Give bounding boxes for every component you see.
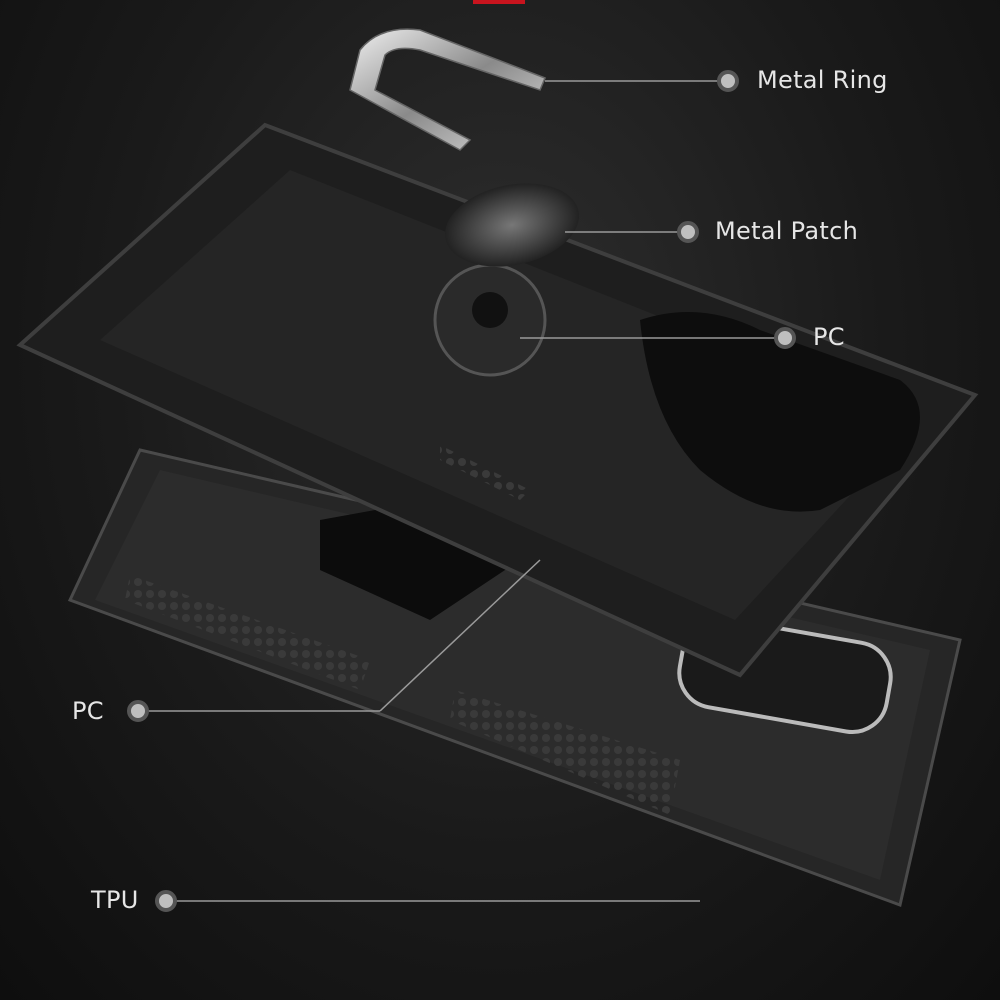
tpu-case bbox=[67, 448, 962, 907]
label-pc-bottom: PC bbox=[72, 697, 104, 725]
metal-ring-dot bbox=[717, 70, 739, 92]
pc-frame bbox=[16, 122, 979, 678]
metal-ring-shape bbox=[349, 28, 546, 151]
pc-top-dot bbox=[774, 327, 796, 349]
metal-patch-disc bbox=[444, 183, 580, 267]
accent-bar bbox=[473, 0, 525, 4]
label-metal-ring: Metal Ring bbox=[757, 66, 888, 94]
tpu-dot bbox=[155, 890, 177, 912]
label-dots bbox=[127, 70, 796, 912]
label-metal-patch: Metal Patch bbox=[715, 217, 859, 245]
label-pc-top: PC bbox=[813, 323, 845, 351]
pc-bottom-dot bbox=[127, 700, 149, 722]
label-tpu: TPU bbox=[91, 886, 139, 914]
leader-lines bbox=[138, 80, 785, 902]
metal-patch-dot bbox=[677, 221, 699, 243]
